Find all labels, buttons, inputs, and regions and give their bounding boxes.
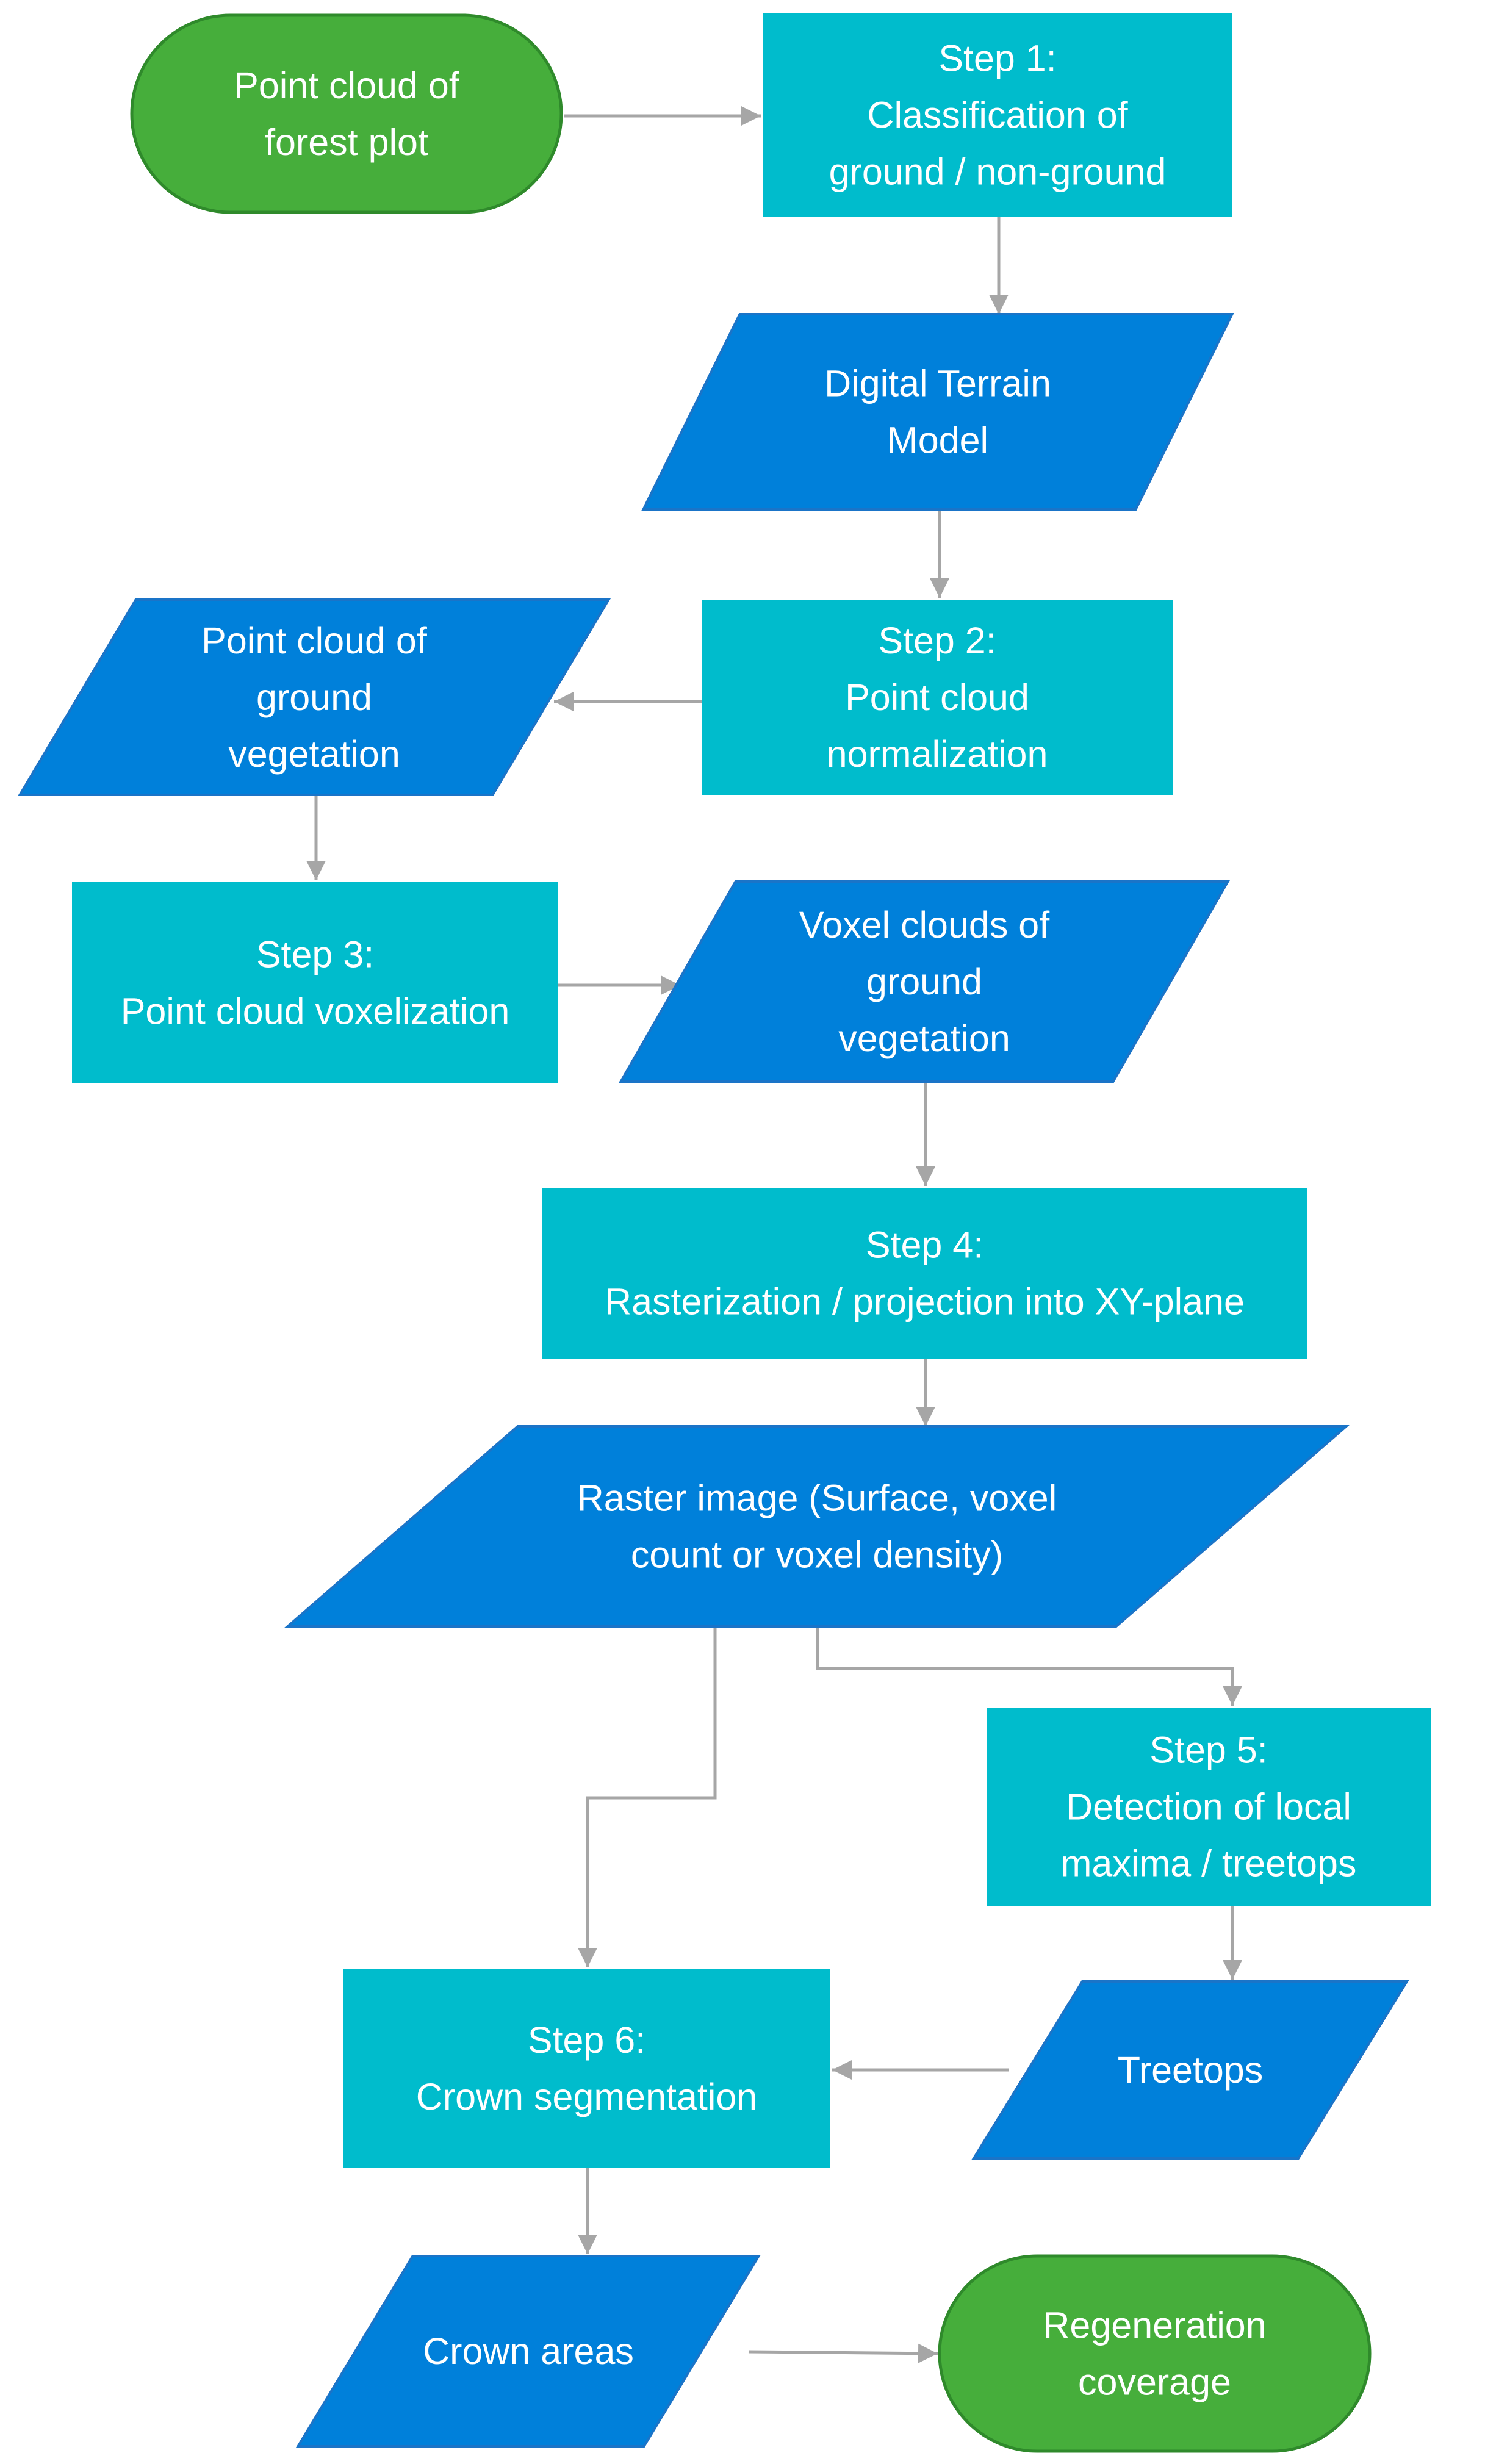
node-label-line: Detection of local [1066,1786,1351,1828]
terminal-pill [130,13,563,214]
node-step4: Step 4: Rasterization / projection into X… [542,1188,1307,1359]
process-box [542,1188,1307,1359]
node-label-line: Raster image (Surface, voxel [577,1478,1057,1519]
node-label-line: Point cloud of [234,65,460,106]
node-label-line: Step 6: [528,2019,645,2061]
node-label-line: ground [256,677,372,718]
node-label-line: Digital Terrain [824,363,1051,404]
node-label-line: coverage [1078,2362,1231,2403]
node-label-line: Treetops [1118,2049,1263,2091]
node-step5: Step 5: Detection of local maxima / treeto… [987,1708,1431,1906]
node-label-line: Step 1: [938,38,1056,79]
node-label-line: Step 3: [256,934,374,975]
node-label-line: Voxel clouds of [799,904,1050,946]
node-output: Regeneration coverage [938,2254,1372,2453]
node-crown-areas: Crown areas [295,2255,761,2448]
process-box [702,600,1173,795]
process-box [72,882,558,1083]
data-parallelogram [971,1980,1409,2160]
data-parallelogram [641,313,1234,511]
data-parallelogram [284,1425,1350,1628]
node-label-line: normalization [827,733,1048,775]
node-treetops: Treetops [971,1980,1409,2160]
node-label-line: Regeneration [1043,2305,1266,2346]
node-label-line: count or voxel density) [631,1534,1003,1576]
process-box [343,1969,830,2168]
node-label-line: ground / non-ground [829,151,1167,193]
node-step6: Step 6: Crown segmentation [343,1969,830,2168]
node-label-line: vegetation [228,733,400,775]
node-label-line: Classification of [867,95,1128,136]
data-parallelogram [619,880,1230,1083]
node-voxel: Voxel clouds of ground vegetation [619,880,1230,1083]
arrow-crown_areas-to-output [748,2343,938,2363]
terminal-pill [938,2254,1372,2453]
node-label-line: forest plot [265,121,428,163]
node-label-line: Step 4: [866,1224,983,1266]
node-layer: Point cloud of forest plot Step 1: Classifi… [17,13,1431,2453]
node-ground-veg: Point cloud of ground vegetation [17,598,611,796]
node-label-line: Crown segmentation [416,2076,757,2117]
node-label-line: Point cloud of [201,620,428,661]
data-parallelogram [17,598,611,796]
node-label-line: Point cloud [845,677,1029,718]
node-label-line: Crown areas [423,2330,634,2372]
process-box [763,13,1232,217]
node-label-line: Point cloud voxelization [121,991,510,1032]
node-raster: Raster image (Surface, voxel count or vox… [284,1425,1350,1628]
node-label-line: Step 2: [878,620,996,661]
node-label-line: ground [866,961,982,1002]
process-box [987,1708,1431,1906]
node-label-line: Step 5: [1149,1729,1267,1771]
data-parallelogram [295,2255,761,2448]
node-input: Point cloud of forest plot [130,13,563,214]
node-step1: Step 1: Classification of ground / non-gro… [763,13,1232,217]
arrow-raster-to-step5 [816,1626,1242,1706]
node-label-line: Model [887,420,988,461]
node-label-line: vegetation [838,1018,1010,1059]
connector-layer [306,106,1242,2363]
arrow-raster-to-step6 [578,1626,717,1967]
node-step3: Step 3: Point cloud voxelization [72,882,558,1083]
node-label-line: Rasterization / projection into XY-plane [605,1281,1245,1323]
node-step2: Step 2: Point cloud normalization [702,600,1173,795]
node-label-line: maxima / treetops [1061,1843,1357,1884]
